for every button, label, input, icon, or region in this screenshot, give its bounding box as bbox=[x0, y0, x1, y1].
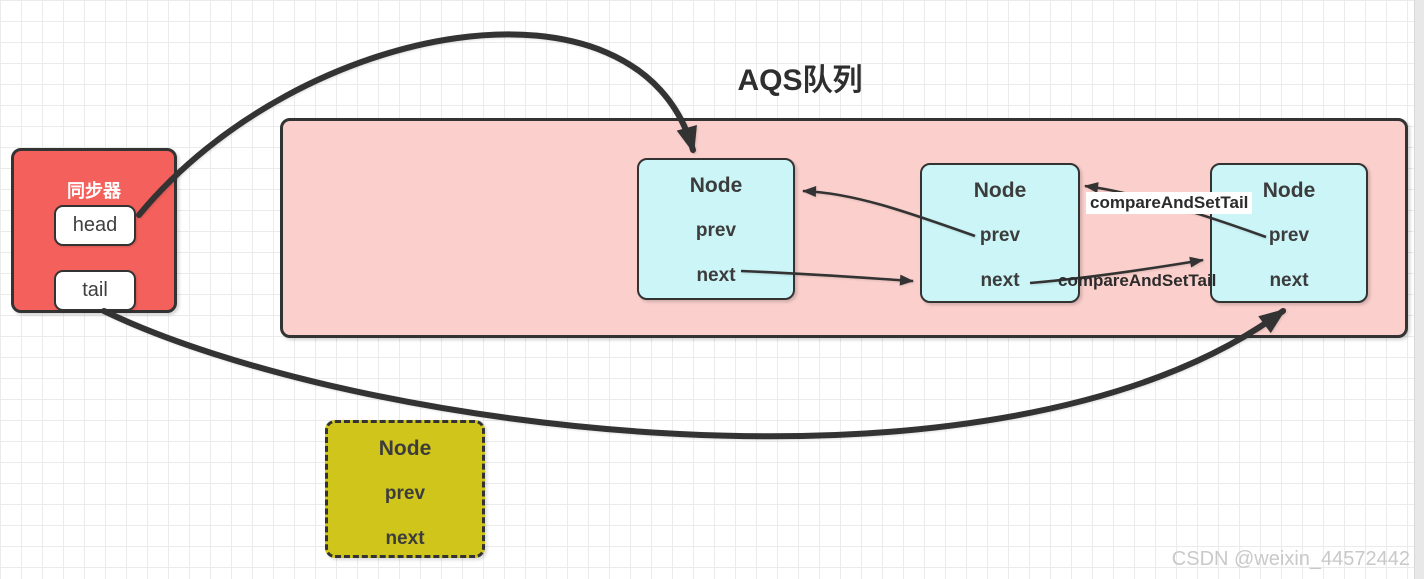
node-title: Node bbox=[973, 179, 1027, 202]
pending-node: Node prev next bbox=[325, 420, 485, 558]
node-next-field: next bbox=[385, 528, 425, 549]
watermark: CSDN @weixin_44572442 bbox=[1171, 548, 1410, 570]
cas-tail-label-bottom: compareAndSetTail bbox=[1058, 271, 1217, 290]
canvas-right-edge bbox=[1414, 0, 1424, 579]
tail-field: tail bbox=[54, 270, 136, 311]
queue-node-1: Node prev next bbox=[637, 158, 795, 300]
head-field: head bbox=[54, 205, 136, 246]
synchronizer-box: 同步器 head tail bbox=[11, 148, 177, 313]
node-prev-field: prev bbox=[384, 483, 426, 504]
head-label: head bbox=[72, 214, 118, 236]
cas-tail-label-top: compareAndSetTail bbox=[1086, 192, 1253, 214]
node-next-field: next bbox=[696, 265, 736, 286]
node-next-field: next bbox=[980, 270, 1020, 291]
node-prev-field: prev bbox=[979, 225, 1021, 246]
queue-node-2: Node prev next bbox=[920, 163, 1080, 303]
synchronizer-label: 同步器 bbox=[67, 181, 121, 201]
node-prev-field: prev bbox=[1268, 225, 1310, 246]
node-prev-field: prev bbox=[695, 220, 737, 241]
diagram-title: AQS队列 bbox=[737, 64, 863, 97]
node-title: Node bbox=[378, 437, 432, 460]
node-title: Node bbox=[1262, 179, 1316, 202]
node-title: Node bbox=[689, 174, 743, 197]
node-next-field: next bbox=[1269, 270, 1309, 291]
queue-node-3: Node prev next bbox=[1210, 163, 1368, 303]
tail-label: tail bbox=[82, 279, 108, 301]
